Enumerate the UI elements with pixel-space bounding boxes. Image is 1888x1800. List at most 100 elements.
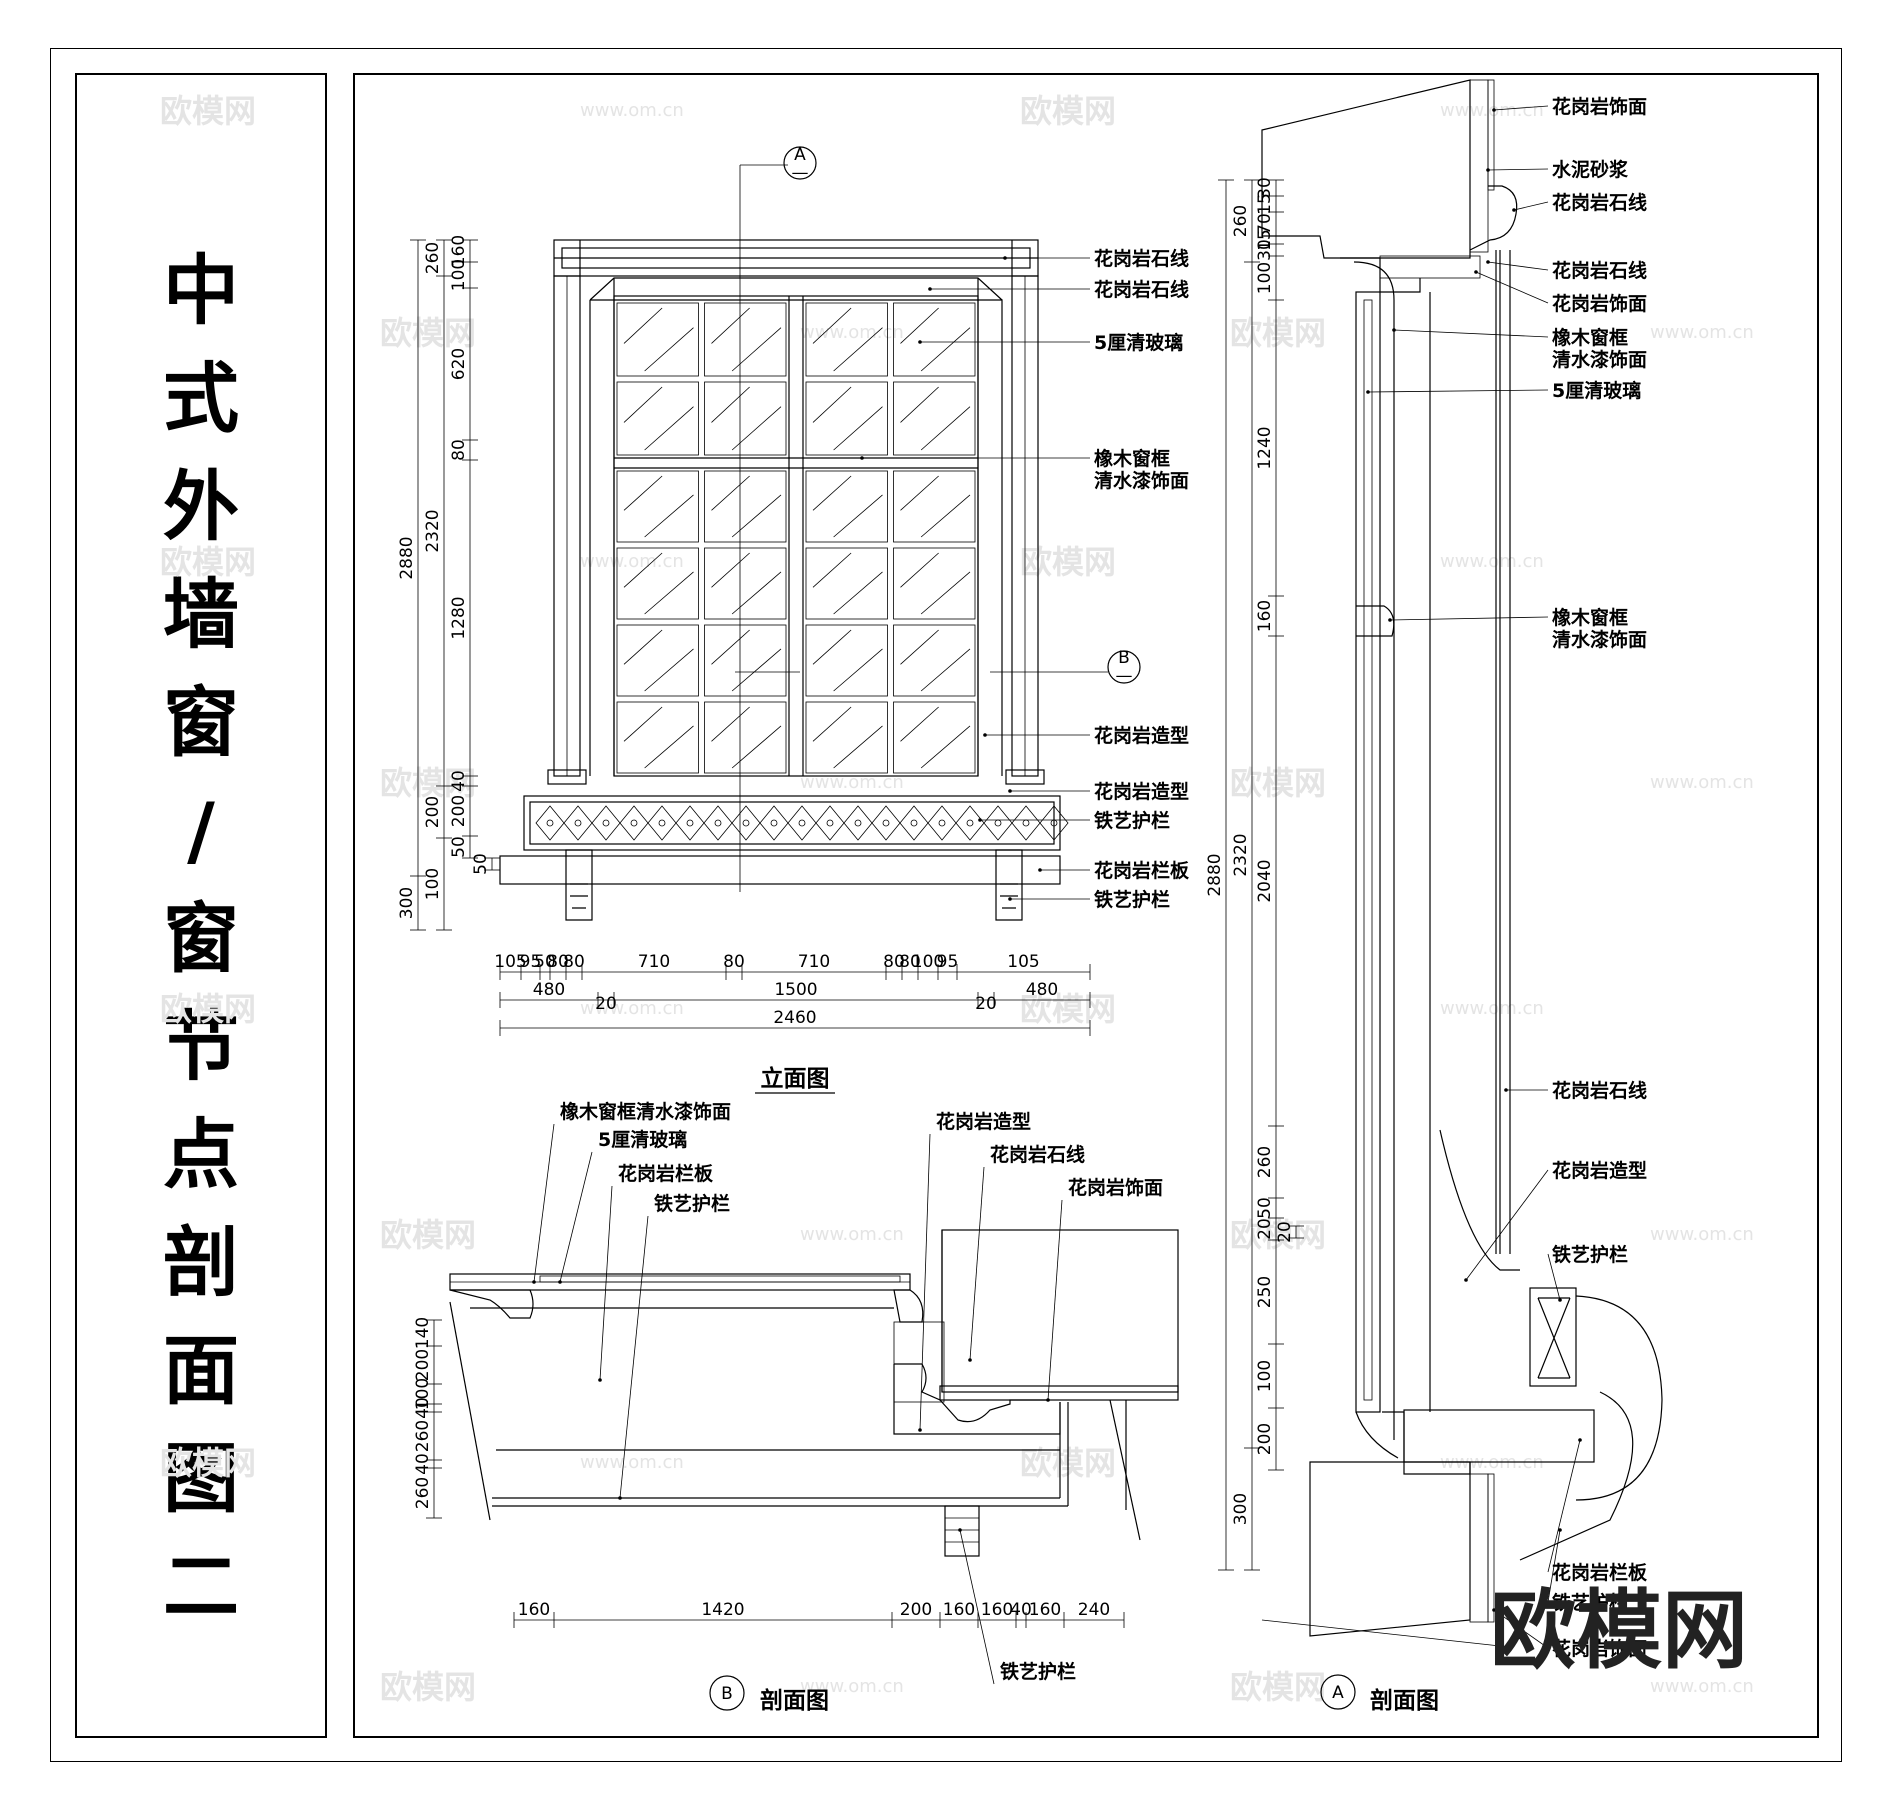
label-leader [619, 1215, 649, 1499]
stone-shape-arc [1439, 1129, 1520, 1271]
glass-reflection [731, 648, 782, 692]
iron-bracket [944, 1505, 980, 1557]
glass-reflection [731, 327, 782, 372]
seca-vdim-inner-text: 200 [1255, 1423, 1275, 1455]
title-char: 点 [163, 1110, 239, 1199]
elev-hdim-row2-text: 20 [975, 994, 997, 1014]
glass-pane [805, 624, 888, 697]
lower-finish [1487, 1473, 1495, 1623]
leader-dot [928, 287, 932, 291]
section-b-caption: 剖面图 [760, 1687, 829, 1714]
elev-vdim-middle-text: 100 [423, 868, 443, 900]
section-b-label: 花岗岩石线 [990, 1143, 1085, 1166]
glass-vertical [1363, 299, 1373, 1401]
elev-hdim-row3-text: 2460 [773, 1008, 816, 1028]
seca-vdim-inner-text: 100 [1255, 1360, 1275, 1392]
label-leader [1047, 1199, 1063, 1401]
frame-profile-right [893, 1289, 924, 1323]
glass-reflection [812, 629, 852, 665]
glass-reflection [812, 307, 852, 344]
glass-reflection [833, 494, 883, 538]
elev-hdim-row2-text: 480 [1026, 980, 1058, 1000]
leader-dot [918, 1428, 922, 1432]
seca-vdim-outer-text: 2880 [1205, 853, 1225, 896]
glass-reflection [833, 571, 883, 615]
watermark-url: www.om.cn [580, 998, 684, 1019]
title-char: 外 [163, 462, 239, 551]
glass-reflection [711, 706, 750, 742]
granite-rail-slab [499, 855, 1061, 885]
glass-reflection [812, 475, 852, 511]
upper-wall-concrete [1261, 79, 1471, 259]
leader-dot [860, 456, 864, 460]
seca-vdim-inner-text: 30 [1255, 177, 1275, 199]
seca-vdim-middle-text: 300 [1231, 1493, 1251, 1525]
secb-vdim-text: 40 [413, 1453, 433, 1475]
leader-dot [1486, 168, 1490, 172]
label-leader [1389, 616, 1549, 621]
elevation-label: 清水漆饰面 [1094, 469, 1189, 492]
title-char: 墙 [163, 570, 239, 659]
railing-dot [966, 819, 974, 827]
glass-pane [805, 470, 888, 543]
railing-dot [602, 819, 610, 827]
elev-hdim-row1-text: 95 [520, 952, 542, 972]
title-char: 中 [163, 246, 239, 335]
oak-frame-vertical [1355, 291, 1381, 1413]
glass-reflection [711, 307, 750, 344]
seca-vdim-extra-text: 20 [1275, 1221, 1295, 1243]
glass-reflection [644, 648, 694, 692]
railing-dot [910, 819, 918, 827]
railing-diamond [1011, 805, 1041, 841]
watermark-logo: 欧模网 [1230, 1668, 1326, 1706]
section-a-labels: 花岗岩饰面水泥砂浆花岗岩石线花岗岩石线花岗岩饰面橡木窗框清水漆饰面5厘清玻璃橡木… [1366, 95, 1648, 1660]
glass-pane [704, 470, 787, 543]
section-a-caption-letter: A [1332, 1683, 1344, 1703]
label-leader [1487, 168, 1549, 171]
leader-dot [1512, 208, 1516, 212]
glass-reflection [731, 406, 782, 451]
secb-vdim-text: 200 [413, 1349, 433, 1381]
seca-vdim-inner-text: 20 [1255, 1218, 1275, 1240]
elev-vdim-extra-text: 50 [471, 853, 491, 875]
watermark-logo: 欧模网 [1020, 92, 1116, 130]
railing-diamond [983, 805, 1013, 841]
elev-hdim-row1-text: 80 [547, 952, 569, 972]
elev-hdim-row1-text: 100 [912, 952, 944, 972]
section-b-caption-mark [709, 1675, 745, 1711]
elevation-labels: 花岗岩石线花岗岩石线5厘清玻璃橡木窗框清水漆饰面花岗岩造型花岗岩造型铁艺护栏花岗… [860, 247, 1190, 911]
watermark-logo: 欧模网 [380, 314, 476, 352]
section-b-view: 橡木窗框清水漆饰面5厘清玻璃花岗岩栏板铁艺护栏花岗岩造型花岗岩石线花岗岩饰面铁艺… [413, 1100, 1179, 1714]
glass-reflection [900, 706, 939, 742]
railing-diamond [591, 805, 621, 841]
elevation-label: 花岗岩栏板 [1094, 859, 1190, 882]
title-char: 二 [163, 1542, 239, 1631]
watermark-url: www.om.cn [800, 322, 904, 343]
glass-pane [805, 302, 888, 377]
secb-vdim-text: 260 [413, 1477, 433, 1509]
seca-vdim-inner-text: 50 [1255, 1197, 1275, 1219]
glass-reflection [711, 629, 750, 665]
watermark-url: www.om.cn [1650, 322, 1754, 343]
glass-pane [704, 302, 787, 377]
drawing-frame [353, 73, 1819, 1738]
railing-dot [574, 819, 582, 827]
section-a-view: 花岗岩饰面水泥砂浆花岗岩石线花岗岩石线花岗岩饰面橡木窗框清水漆饰面5厘清玻璃橡木… [1205, 79, 1663, 1714]
section-a-label: 花岗岩栏板 [1552, 1561, 1648, 1584]
seca-vdim-inner-text: 15 [1255, 229, 1275, 251]
railing-dot [826, 819, 834, 827]
glass-reflection [833, 725, 883, 769]
leader-dot [1474, 270, 1478, 274]
watermark-logo: 欧模网 [1230, 1216, 1326, 1254]
glass-reflection [900, 475, 939, 511]
seca-vdim-middle-text: 2320 [1231, 833, 1251, 876]
bracket-right [995, 849, 1023, 921]
leader-dot [978, 818, 982, 822]
elev-hdim-row1-text: 105 [1007, 952, 1039, 972]
title-char: 剖 [163, 1218, 239, 1307]
seca-vdim-inner-text: 30 [1255, 239, 1275, 261]
elevation-label: 橡木窗框 [1094, 447, 1170, 470]
railing-diamond [871, 805, 901, 841]
glass-reflection [900, 307, 939, 344]
glass-reflection [833, 648, 883, 692]
